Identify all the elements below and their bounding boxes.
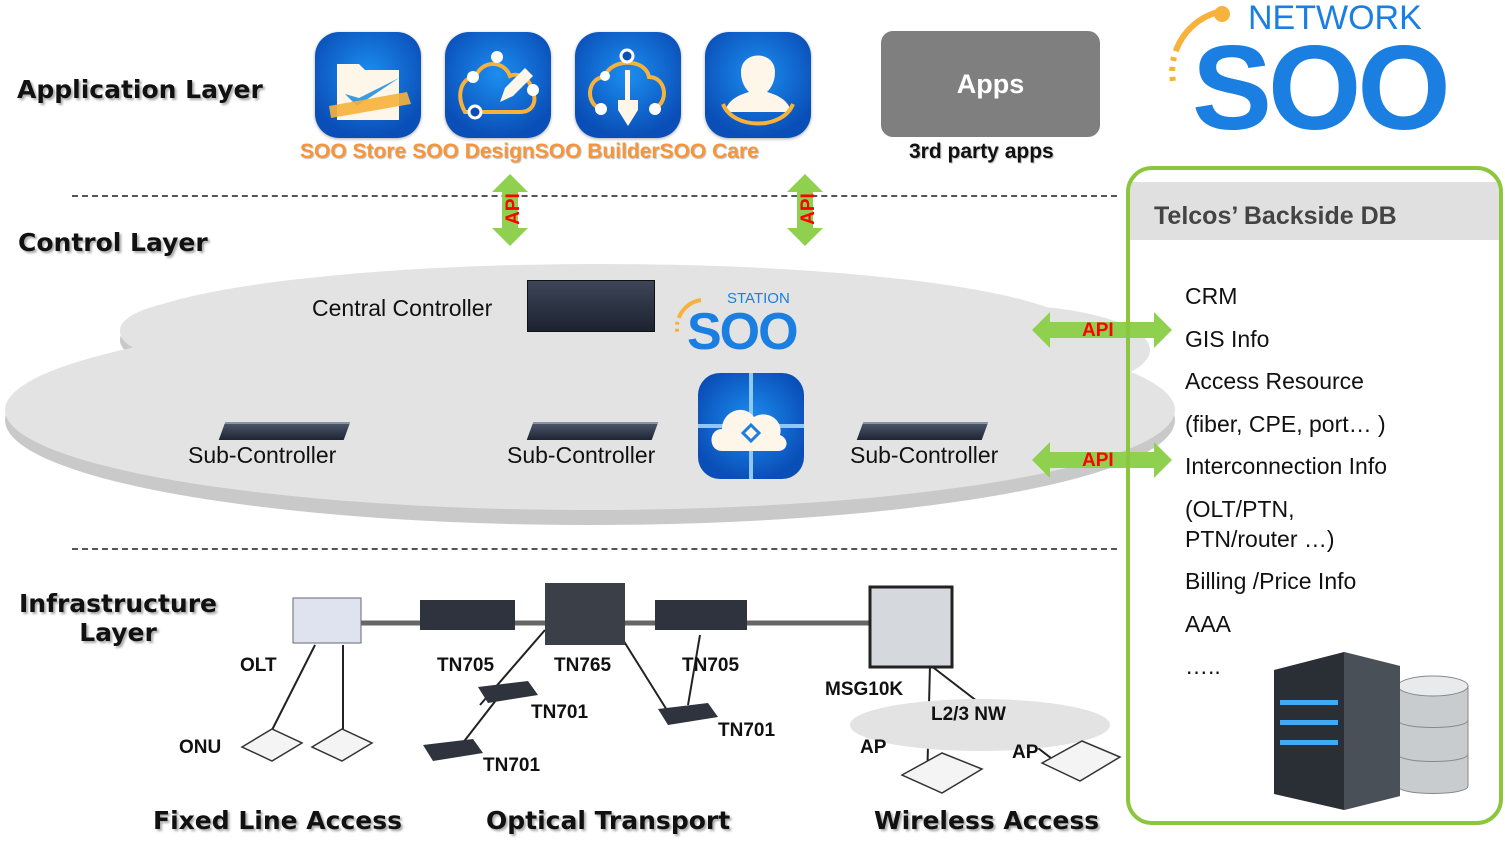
api-label: API [502, 193, 524, 225]
l23-nw-label: L2/3 NW [931, 704, 1006, 725]
soo-design-icon[interactable] [445, 32, 551, 138]
api-label: API [1082, 450, 1114, 471]
api-label: API [1082, 320, 1114, 341]
ap-label: AP [1012, 742, 1039, 763]
soo-care-icon[interactable] [705, 32, 811, 138]
wireless-access-label: Wireless Access [874, 806, 1100, 835]
db-item: GIS Info [1185, 326, 1270, 352]
tn705-label: TN705 [682, 655, 740, 676]
api-arrow-vertical [787, 174, 823, 246]
api-arrow-vertical [492, 174, 528, 246]
application-layer-label: Application Layer [17, 75, 263, 104]
network-soo-logo: NETWORK SOO [1160, 0, 1460, 150]
olt-label: OLT [240, 655, 277, 676]
ap-label: AP [860, 737, 887, 758]
central-controller-label: Central Controller [312, 295, 493, 321]
api-label: API [797, 193, 819, 225]
layer-divider [72, 195, 1117, 197]
db-item: Interconnection Info [1185, 453, 1388, 479]
optical-transport-label: Optical Transport [486, 806, 731, 835]
tn701-label: TN701 [483, 755, 541, 776]
db-item: CRM [1185, 283, 1238, 309]
backside-db-panel: Telcos’ Backside DB [1126, 166, 1503, 825]
soo-care-label: SOO Care [659, 140, 759, 163]
soo-controller-app-icon [698, 373, 804, 479]
central-controller-device [527, 280, 655, 332]
sub-controller-device [218, 422, 351, 440]
api-arrow-horizontal [1032, 312, 1172, 348]
apps-button[interactable]: Apps [881, 31, 1100, 137]
sub-controller-label: Sub-Controller [850, 442, 999, 468]
db-item: PTN/router …) [1185, 526, 1335, 552]
sub-controller-label: Sub-Controller [507, 442, 656, 468]
control-layer-label: Control Layer [18, 228, 208, 257]
sub-controller-device [856, 422, 989, 440]
third-party-apps-label: 3rd party apps [909, 140, 1054, 163]
tn705-label: TN705 [437, 655, 495, 676]
control-cloud [5, 264, 1175, 525]
soo-store-label: SOO Store [300, 140, 407, 163]
station-soo-logo: STATION SOO [675, 288, 810, 358]
tn765-label: TN765 [554, 655, 612, 676]
db-item: Access Resource [1185, 368, 1364, 394]
soo-builder-label: SOO Builder [534, 140, 660, 163]
msg10k-label: MSG10K [825, 679, 904, 700]
sub-controller-device [526, 422, 659, 440]
infrastructure-diagram [240, 583, 1122, 794]
soo-design-label: SOO Design [412, 140, 535, 163]
app-labels-row: SOO Store SOO Design SOO Builder SOO Car… [300, 140, 759, 163]
db-item: (OLT/PTN, [1185, 496, 1295, 522]
sub-controller-label: Sub-Controller [188, 442, 337, 468]
db-item: ….. [1185, 653, 1221, 679]
onu-label: ONU [179, 737, 222, 758]
soo-store-icon[interactable] [315, 32, 421, 138]
fixed-line-access-label: Fixed Line Access [153, 806, 402, 835]
db-item: AAA [1185, 611, 1232, 637]
database-server-icon [1274, 652, 1469, 810]
layer-divider [72, 548, 1117, 550]
tn701-label: TN701 [718, 720, 776, 741]
db-item: Billing /Price Info [1185, 568, 1357, 594]
soo-builder-icon[interactable] [575, 32, 681, 138]
backside-db-title: Telcos’ Backside DB [1130, 182, 1499, 240]
api-arrow-horizontal [1032, 442, 1172, 478]
tn701-label: TN701 [531, 702, 589, 723]
db-item: (fiber, CPE, port… ) [1185, 411, 1386, 437]
